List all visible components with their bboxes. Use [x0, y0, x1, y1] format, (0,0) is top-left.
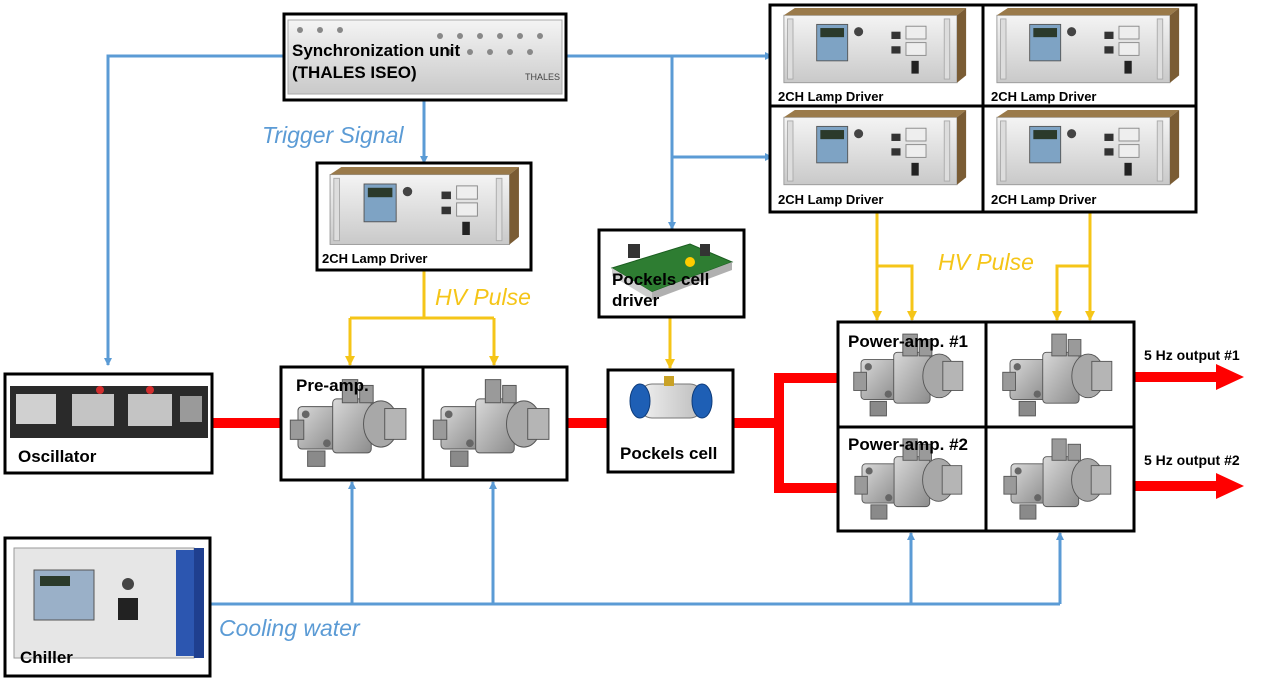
pockels-driver: Pockels cell driver: [597, 228, 746, 319]
chiller-label: Chiller: [20, 648, 73, 667]
pockels-driver-subtitle: driver: [612, 291, 660, 310]
lamp-driver-label-2: 2CH Lamp Driver: [991, 89, 1096, 104]
lamp-driver-icon: [783, 110, 967, 186]
lamp-driver-pre-amp: 2CH Lamp Driver: [315, 161, 533, 272]
hv-pulse-label-right: HV Pulse: [938, 249, 1034, 275]
laser-beam: [212, 364, 1244, 499]
pre-amp: Pre-amp.: [279, 365, 569, 482]
sync-unit-title: Synchronization unit: [292, 41, 460, 60]
lamp-driver-label-4: 2CH Lamp Driver: [991, 192, 1096, 207]
pre-amp-label: Pre-amp.: [296, 376, 369, 395]
cooling-water-label: Cooling water: [219, 615, 361, 641]
oscillator: Oscillator: [3, 372, 214, 475]
oscillator-label: Oscillator: [18, 447, 97, 466]
chiller: Chiller: [3, 536, 212, 678]
trigger-signal-label: Trigger Signal: [262, 122, 404, 148]
lamp-driver-label: 2CH Lamp Driver: [322, 251, 427, 266]
trigger-lines: [104, 52, 773, 366]
power-amp-2-label: Power-amp. #2: [848, 435, 968, 454]
sync-unit: Synchronization unit (THALES ISEO) THALE…: [282, 12, 568, 102]
lamp-driver-label-3: 2CH Lamp Driver: [778, 192, 883, 207]
oscillator-icon: [10, 386, 208, 438]
sync-unit-subtitle: (THALES ISEO): [292, 63, 417, 82]
output-1-label: 5 Hz output #1: [1144, 347, 1240, 363]
thales-badge: THALES: [525, 72, 560, 82]
pockels-cell-icon: [629, 376, 713, 419]
output-2-label: 5 Hz output #2: [1144, 452, 1240, 468]
lamp-driver-icon: [329, 167, 520, 245]
rack-unit-icon: [287, 19, 563, 95]
pockels-cell: Pockels cell: [606, 368, 735, 474]
power-amp-1-label: Power-amp. #1: [848, 332, 968, 351]
lamp-driver-icon: [783, 8, 967, 84]
hv-pulse-label-left: HV Pulse: [435, 284, 531, 310]
hv-lines: [345, 212, 1095, 369]
lamp-driver-icon: [996, 8, 1180, 84]
lamp-driver-grid: 2CH Lamp Driver 2CH Lamp Driver 2CH Lamp…: [768, 3, 1198, 214]
power-amp: Power-amp. #1 Power-amp. #2: [836, 320, 1136, 533]
pockels-cell-label: Pockels cell: [620, 444, 717, 463]
pockels-driver-title: Pockels cell: [612, 270, 709, 289]
chiller-icon: [13, 547, 204, 659]
cooling-lines: [210, 481, 1064, 606]
lamp-driver-label-1: 2CH Lamp Driver: [778, 89, 883, 104]
pockels-driver-board-icon: [610, 243, 734, 300]
lamp-driver-icon: [996, 110, 1180, 186]
